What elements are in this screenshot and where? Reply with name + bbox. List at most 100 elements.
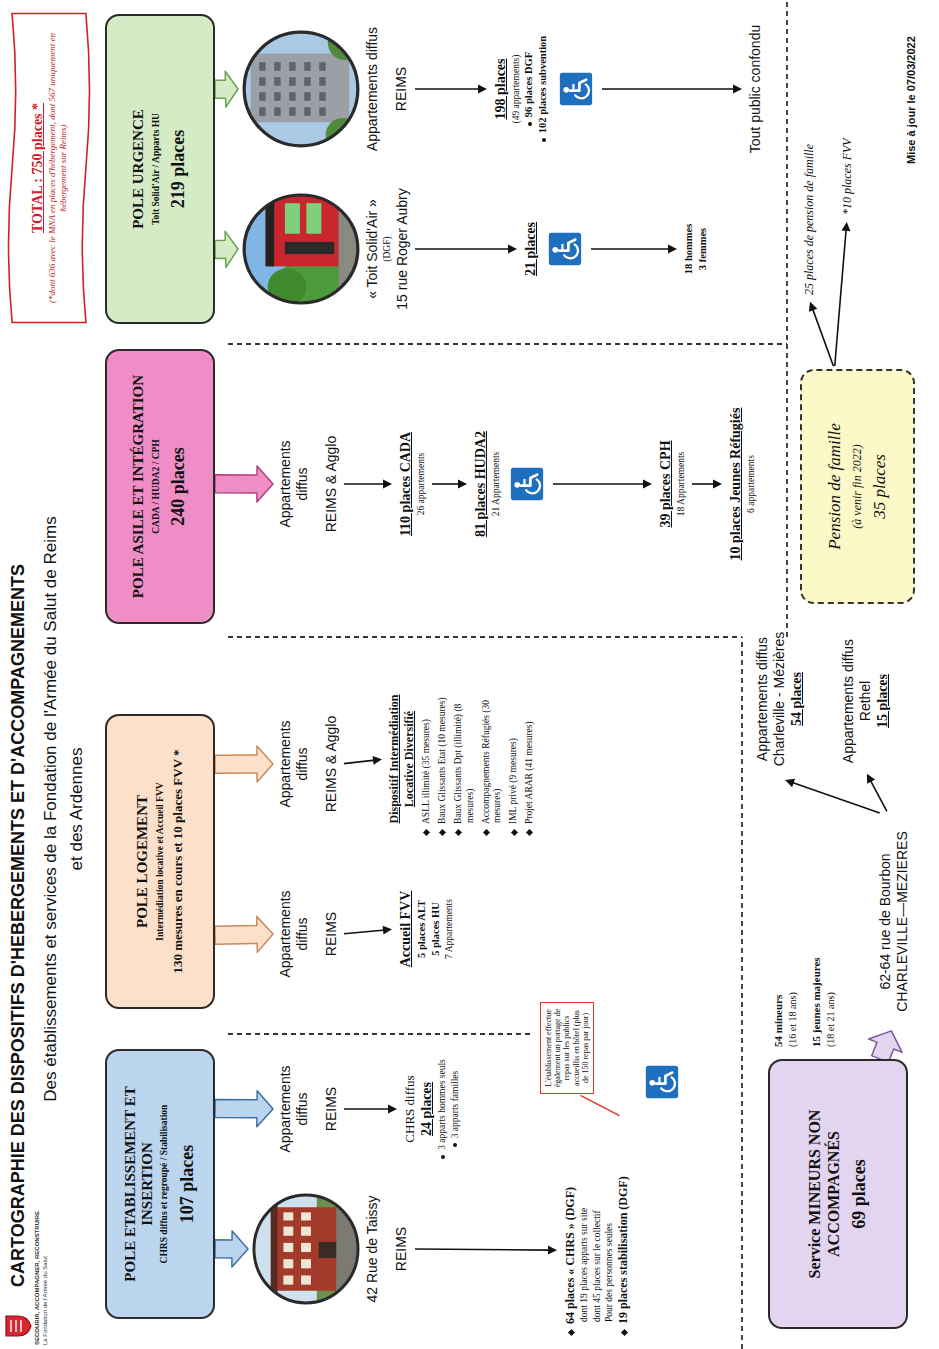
- node-text: (*dont 636 avec le MNA en places d'héber…: [47, 19, 70, 317]
- node-text: Toit Solid'Air / Apparts HU: [151, 26, 162, 312]
- connector: [580, 1095, 619, 1115]
- block-arrow-shape: [215, 71, 238, 107]
- logo-shape: [6, 1316, 31, 1336]
- connector: [591, 245, 677, 254]
- diagram-title: CARTOGRAPHIE DES DISPOSITIFS D'HEBERGEME…: [8, 564, 30, 1287]
- node-text: POLE LOGEMENT: [134, 726, 151, 997]
- connector: [835, 222, 851, 366]
- node-text: 15 rue Roger Aubry: [394, 185, 411, 313]
- text-node: Appartements diffusREIMS: [275, 1054, 341, 1164]
- node-text: 3 apparts familles: [449, 1043, 462, 1175]
- node-text: Pour des personnes seules: [603, 1121, 615, 1335]
- block-arrow: [215, 231, 238, 267]
- arrow-head: [383, 926, 392, 935]
- node-text: L'établissement effectue également un po…: [544, 1007, 590, 1089]
- arrow-head: [733, 85, 742, 94]
- node-text: POLE URGENCE: [130, 26, 147, 312]
- node-text: CADA / HUDA2 / CPH: [151, 361, 162, 612]
- text-node: 21 places: [520, 209, 588, 289]
- connector: [867, 774, 887, 812]
- accessibility-icon: [646, 1066, 678, 1098]
- node-text: *10 places FVV: [840, 93, 854, 215]
- connector-line: [344, 930, 385, 934]
- text-node: 81 places HUDA221 Appartements: [470, 414, 550, 554]
- photo-use: [242, 30, 360, 148]
- block-arrow-shape: [215, 1231, 248, 1267]
- arrow-head: [383, 480, 392, 489]
- node-text: 64 places « CHRS » (DGF): [562, 1121, 578, 1335]
- node-text: 102 places subvention: [536, 23, 550, 155]
- node-text: Tout public confondu: [747, 18, 764, 160]
- node-text: POLE ASILE ET INTÉGRATION: [130, 361, 147, 612]
- node-text: 5 places ALT: [415, 868, 429, 990]
- update-date: Mise à jour le 07/03/2022: [905, 6, 918, 164]
- arrow-head: [842, 222, 851, 231]
- node-text: REIMS: [393, 23, 410, 155]
- node-text: TOTAL : 750 places *: [29, 19, 47, 317]
- node-text: POLE ETABLISSEMENT ET INSERTION: [122, 1061, 157, 1307]
- node-text: IML privé (9 mesures): [508, 683, 520, 835]
- arrow-head: [478, 85, 487, 94]
- node-text: 198 places: [492, 23, 510, 155]
- photo-use: [252, 1193, 360, 1305]
- pole-box: POLE ASILE ET INTÉGRATION CADA / HUDA2 / …: [105, 349, 215, 624]
- node-text: Service MINEURS NON ACCOMPAGNÉS: [805, 1071, 843, 1317]
- node-text: 15 places: [874, 635, 892, 767]
- separator-line: [228, 343, 787, 345]
- node-text: ASLL illimité (35 mesures): [421, 683, 433, 835]
- node-text: 19 places stabilisation (DGF): [615, 1121, 631, 1335]
- node-text: 3 apparts hommes seuls: [436, 1043, 449, 1175]
- separator-lines: [228, 0, 787, 1349]
- node-text: 7 Appartements: [443, 868, 456, 990]
- connector-line: [580, 1095, 619, 1115]
- node-text: Appartements diffus: [364, 23, 381, 155]
- connector-line: [591, 248, 670, 250]
- node-text: 39 places CPH: [657, 418, 675, 550]
- accessibility-icon: [510, 467, 544, 501]
- text-node: Dispositif Intermédiation Locative Diver…: [385, 679, 538, 839]
- connector-line: [792, 782, 880, 813]
- node-text: Pension de famille: [824, 379, 846, 594]
- text-node: 64 places « CHRS » (DGF)dont 19 places a…: [560, 1117, 633, 1339]
- connector-line: [344, 1108, 390, 1110]
- node-text: Appartements diffus: [277, 1058, 311, 1160]
- node-text: (49 appartements): [510, 23, 523, 155]
- arrow-head: [643, 480, 652, 489]
- node-text: 69 places: [849, 1071, 871, 1317]
- photo: [242, 193, 360, 305]
- node-text: Appartements diffus: [277, 423, 311, 545]
- connector-line: [344, 483, 385, 485]
- node-text: 54 places: [788, 623, 806, 775]
- node-text: 81 places HUDA2: [472, 418, 490, 550]
- text-node: Appartements diffusRethel15 places: [838, 631, 893, 771]
- connector: [344, 1105, 397, 1114]
- separator-line: [786, 0, 788, 637]
- block-arrow-shape: [215, 466, 273, 502]
- block-arrow-shape: [215, 916, 273, 952]
- node-text: 21 Appartements: [490, 418, 503, 550]
- pole-box: Service MINEURS NON ACCOMPAGNÉS 69 places: [768, 1059, 908, 1329]
- node-text: REIMS & Agglo: [323, 423, 340, 545]
- connector-line: [415, 248, 510, 250]
- connector: [415, 1246, 557, 1255]
- arrow-head: [713, 480, 722, 489]
- total-banner: TOTAL : 750 places *(*dont 636 avec le M…: [4, 7, 94, 329]
- node-text: 10 places Jeunes Réfugiés: [727, 388, 745, 580]
- node-text: Appartements diffus: [277, 883, 311, 985]
- note-box: L'établissement effectue également un po…: [540, 1002, 594, 1094]
- node-text: 3 femmes: [696, 208, 710, 290]
- text-node: 110 places CADA26 appartements: [395, 414, 429, 554]
- connector: [344, 480, 392, 489]
- separator-line: [741, 637, 743, 1349]
- block-arrow-shape: [869, 1031, 902, 1063]
- text-node: 39 places CPH18 Appartements: [655, 414, 689, 554]
- node-text: 130 mesures en cours et 10 places FVV *: [170, 726, 186, 997]
- text-node: Appartements diffusCharleville - Mézière…: [752, 619, 807, 779]
- connector-line: [553, 483, 645, 485]
- text-node: 25 places de pension de famille: [800, 39, 818, 299]
- photo-use: [242, 193, 360, 305]
- node-text: CHRS diffus: [402, 1043, 418, 1175]
- node-text: Accompagnements Réfugiés (30 mesures): [481, 683, 505, 835]
- text-node: 18 hommes3 femmes: [680, 204, 712, 294]
- pension-box: Pension de famille(à venir fin 2022)35 p…: [800, 369, 915, 604]
